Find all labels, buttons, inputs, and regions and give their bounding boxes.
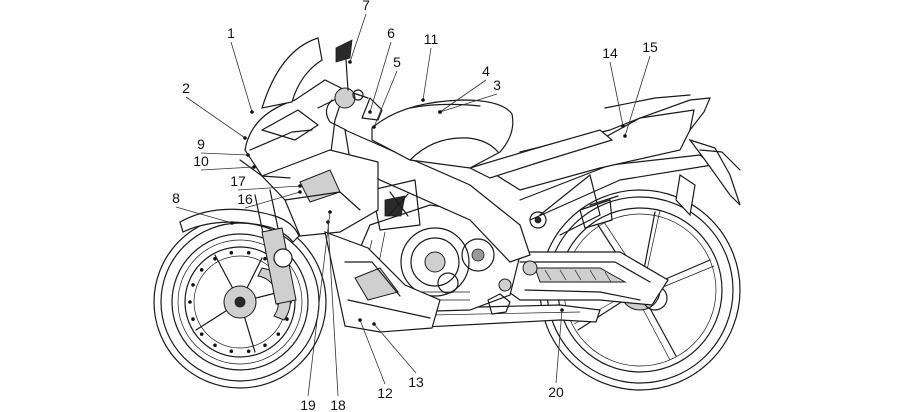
disc-hole: [285, 317, 289, 321]
handlebar-area: [317, 39, 383, 131]
callout-label-1: 1: [227, 25, 235, 41]
disc-hole: [199, 268, 204, 272]
leader-dot-12: [358, 318, 362, 322]
leader-line-18: [327, 221, 339, 397]
fuel-tank: [371, 99, 514, 169]
leader-line-20: [555, 309, 563, 384]
callout-label-20: 20: [548, 384, 564, 400]
leader-line-9: [200, 152, 249, 156]
disc-hole: [191, 283, 195, 287]
leader-line-5: [373, 70, 398, 128]
leader-line-15: [624, 55, 651, 137]
leader-dot-17: [298, 184, 302, 188]
brake-disc-holes: [188, 250, 292, 354]
callout-label-2: 2: [182, 80, 190, 96]
swingarm: [494, 251, 669, 306]
leader-line-12: [359, 319, 386, 385]
callout-label-18: 18: [330, 397, 346, 412]
leader-dot-6: [368, 110, 372, 114]
leader-line-7: [349, 13, 367, 63]
callout-label-19: 19: [300, 397, 316, 412]
leader-dot-20: [560, 308, 564, 312]
disc-hole: [246, 349, 251, 354]
leader-dot-7: [348, 60, 352, 64]
leader-line-4: [439, 79, 487, 113]
leader-dot-14: [621, 124, 625, 128]
callout-label-7: 7: [362, 0, 370, 13]
leader-dot-16: [298, 190, 302, 194]
leader-line-13: [373, 323, 417, 374]
disc-hole: [213, 343, 217, 348]
callout-label-17: 17: [230, 173, 246, 189]
leader-line-2: [185, 96, 246, 139]
leader-dot-11: [421, 98, 425, 102]
disc-hole: [199, 332, 204, 336]
leader-line-1: [230, 41, 253, 113]
leader-line-11: [422, 47, 432, 101]
callout-label-6: 6: [387, 25, 395, 41]
disc-hole: [191, 317, 195, 321]
callout-label-10: 10: [193, 153, 209, 169]
callout-label-13: 13: [408, 374, 424, 390]
callout-label-16: 16: [237, 191, 253, 207]
leader-dot-19: [328, 210, 332, 214]
leader-dot-10: [252, 165, 256, 169]
disc-hole: [229, 349, 234, 354]
leader-line-3: [439, 93, 498, 113]
disc-hole: [246, 250, 251, 255]
callout-label-4: 4: [482, 63, 490, 79]
callout-label-9: 9: [197, 136, 205, 152]
callout-label-8: 8: [172, 190, 180, 206]
leader-line-8: [175, 206, 233, 224]
leader-dot-1: [250, 110, 254, 114]
callout-label-11: 11: [424, 31, 439, 47]
disc-hole: [188, 300, 192, 304]
disc-hole: [276, 332, 281, 336]
leader-dot-15: [623, 134, 627, 138]
leader-dot-9: [246, 153, 250, 157]
front-wheel: [153, 215, 327, 389]
callout-label-12: 12: [377, 385, 393, 401]
callout-leaders: [175, 13, 651, 397]
callout-label-15: 15: [642, 39, 658, 55]
leader-dot-4: [438, 110, 442, 114]
callout-label-3: 3: [493, 77, 501, 93]
callout-label-14: 14: [602, 45, 618, 61]
leader-line-19: [307, 211, 331, 397]
leader-line-14: [609, 61, 624, 127]
leader-line-16: [244, 191, 301, 209]
callout-label-5: 5: [393, 54, 401, 70]
leader-line-10: [200, 166, 255, 171]
leader-line-17: [237, 185, 301, 191]
leader-dot-13: [372, 322, 376, 326]
leader-dot-8: [230, 221, 234, 225]
disc-hole: [229, 250, 234, 255]
leader-dot-2: [243, 136, 247, 140]
disc-hole: [263, 256, 267, 261]
disc-hole: [263, 343, 267, 348]
leader-line-6: [369, 41, 392, 113]
leader-dot-5: [372, 125, 376, 129]
seat: [468, 129, 614, 179]
front-fairing: [239, 37, 441, 333]
front-fender-fork: [179, 189, 300, 306]
